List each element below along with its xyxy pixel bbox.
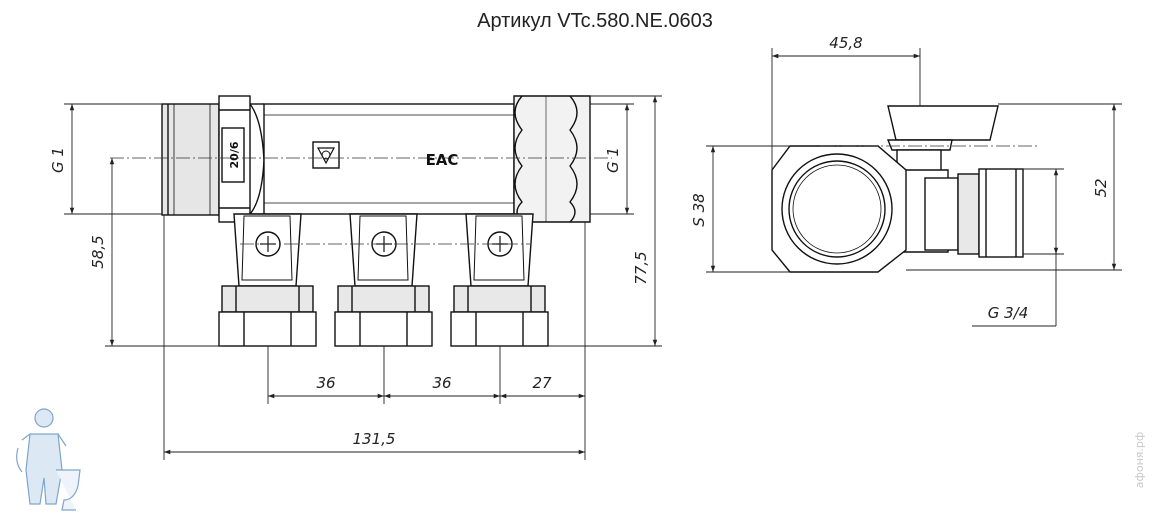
valve-handle xyxy=(886,105,999,173)
tm-logo-icon xyxy=(312,141,340,169)
plumber-mascot-icon xyxy=(16,408,81,511)
front-center-lines xyxy=(110,157,612,245)
side-view xyxy=(771,105,1024,273)
outlet-valve-2 xyxy=(334,213,433,347)
front-view xyxy=(161,95,591,347)
front-dimension-lines xyxy=(64,95,662,460)
side-dimension-lines xyxy=(706,48,1122,327)
manifold-body xyxy=(263,103,515,215)
dim-pitch-end: 27 xyxy=(532,374,552,392)
dim-pitch-2: 36 xyxy=(432,374,451,392)
dim-g1-right: G 1 xyxy=(604,147,622,173)
right-female-end xyxy=(513,95,591,223)
marking-pressure: 20/6 xyxy=(228,141,241,168)
dim-height-total: 77,5 xyxy=(632,251,650,284)
marking-cert: EAC xyxy=(426,151,459,169)
dim-length-total: 131,5 xyxy=(353,430,396,448)
dim-height-outlet: 58,5 xyxy=(89,235,107,268)
dim-g1-left: G 1 xyxy=(49,147,67,173)
dim-width-top: 45,8 xyxy=(829,34,862,52)
left-thread-connector xyxy=(161,95,265,223)
outlet-valve-3 xyxy=(450,213,549,347)
dim-height-right: 52 xyxy=(1092,178,1110,197)
dim-wrench-size: S 38 xyxy=(690,193,708,226)
watermark-text: афоня.рф xyxy=(1133,432,1146,489)
side-nut xyxy=(771,145,907,273)
drawing-title: Артикул VTc.580.NE.0603 xyxy=(477,10,713,32)
dim-pitch-1: 36 xyxy=(316,374,335,392)
dim-outlet-thread: G 3/4 xyxy=(988,304,1029,322)
outlet-valve-1 xyxy=(218,213,317,347)
